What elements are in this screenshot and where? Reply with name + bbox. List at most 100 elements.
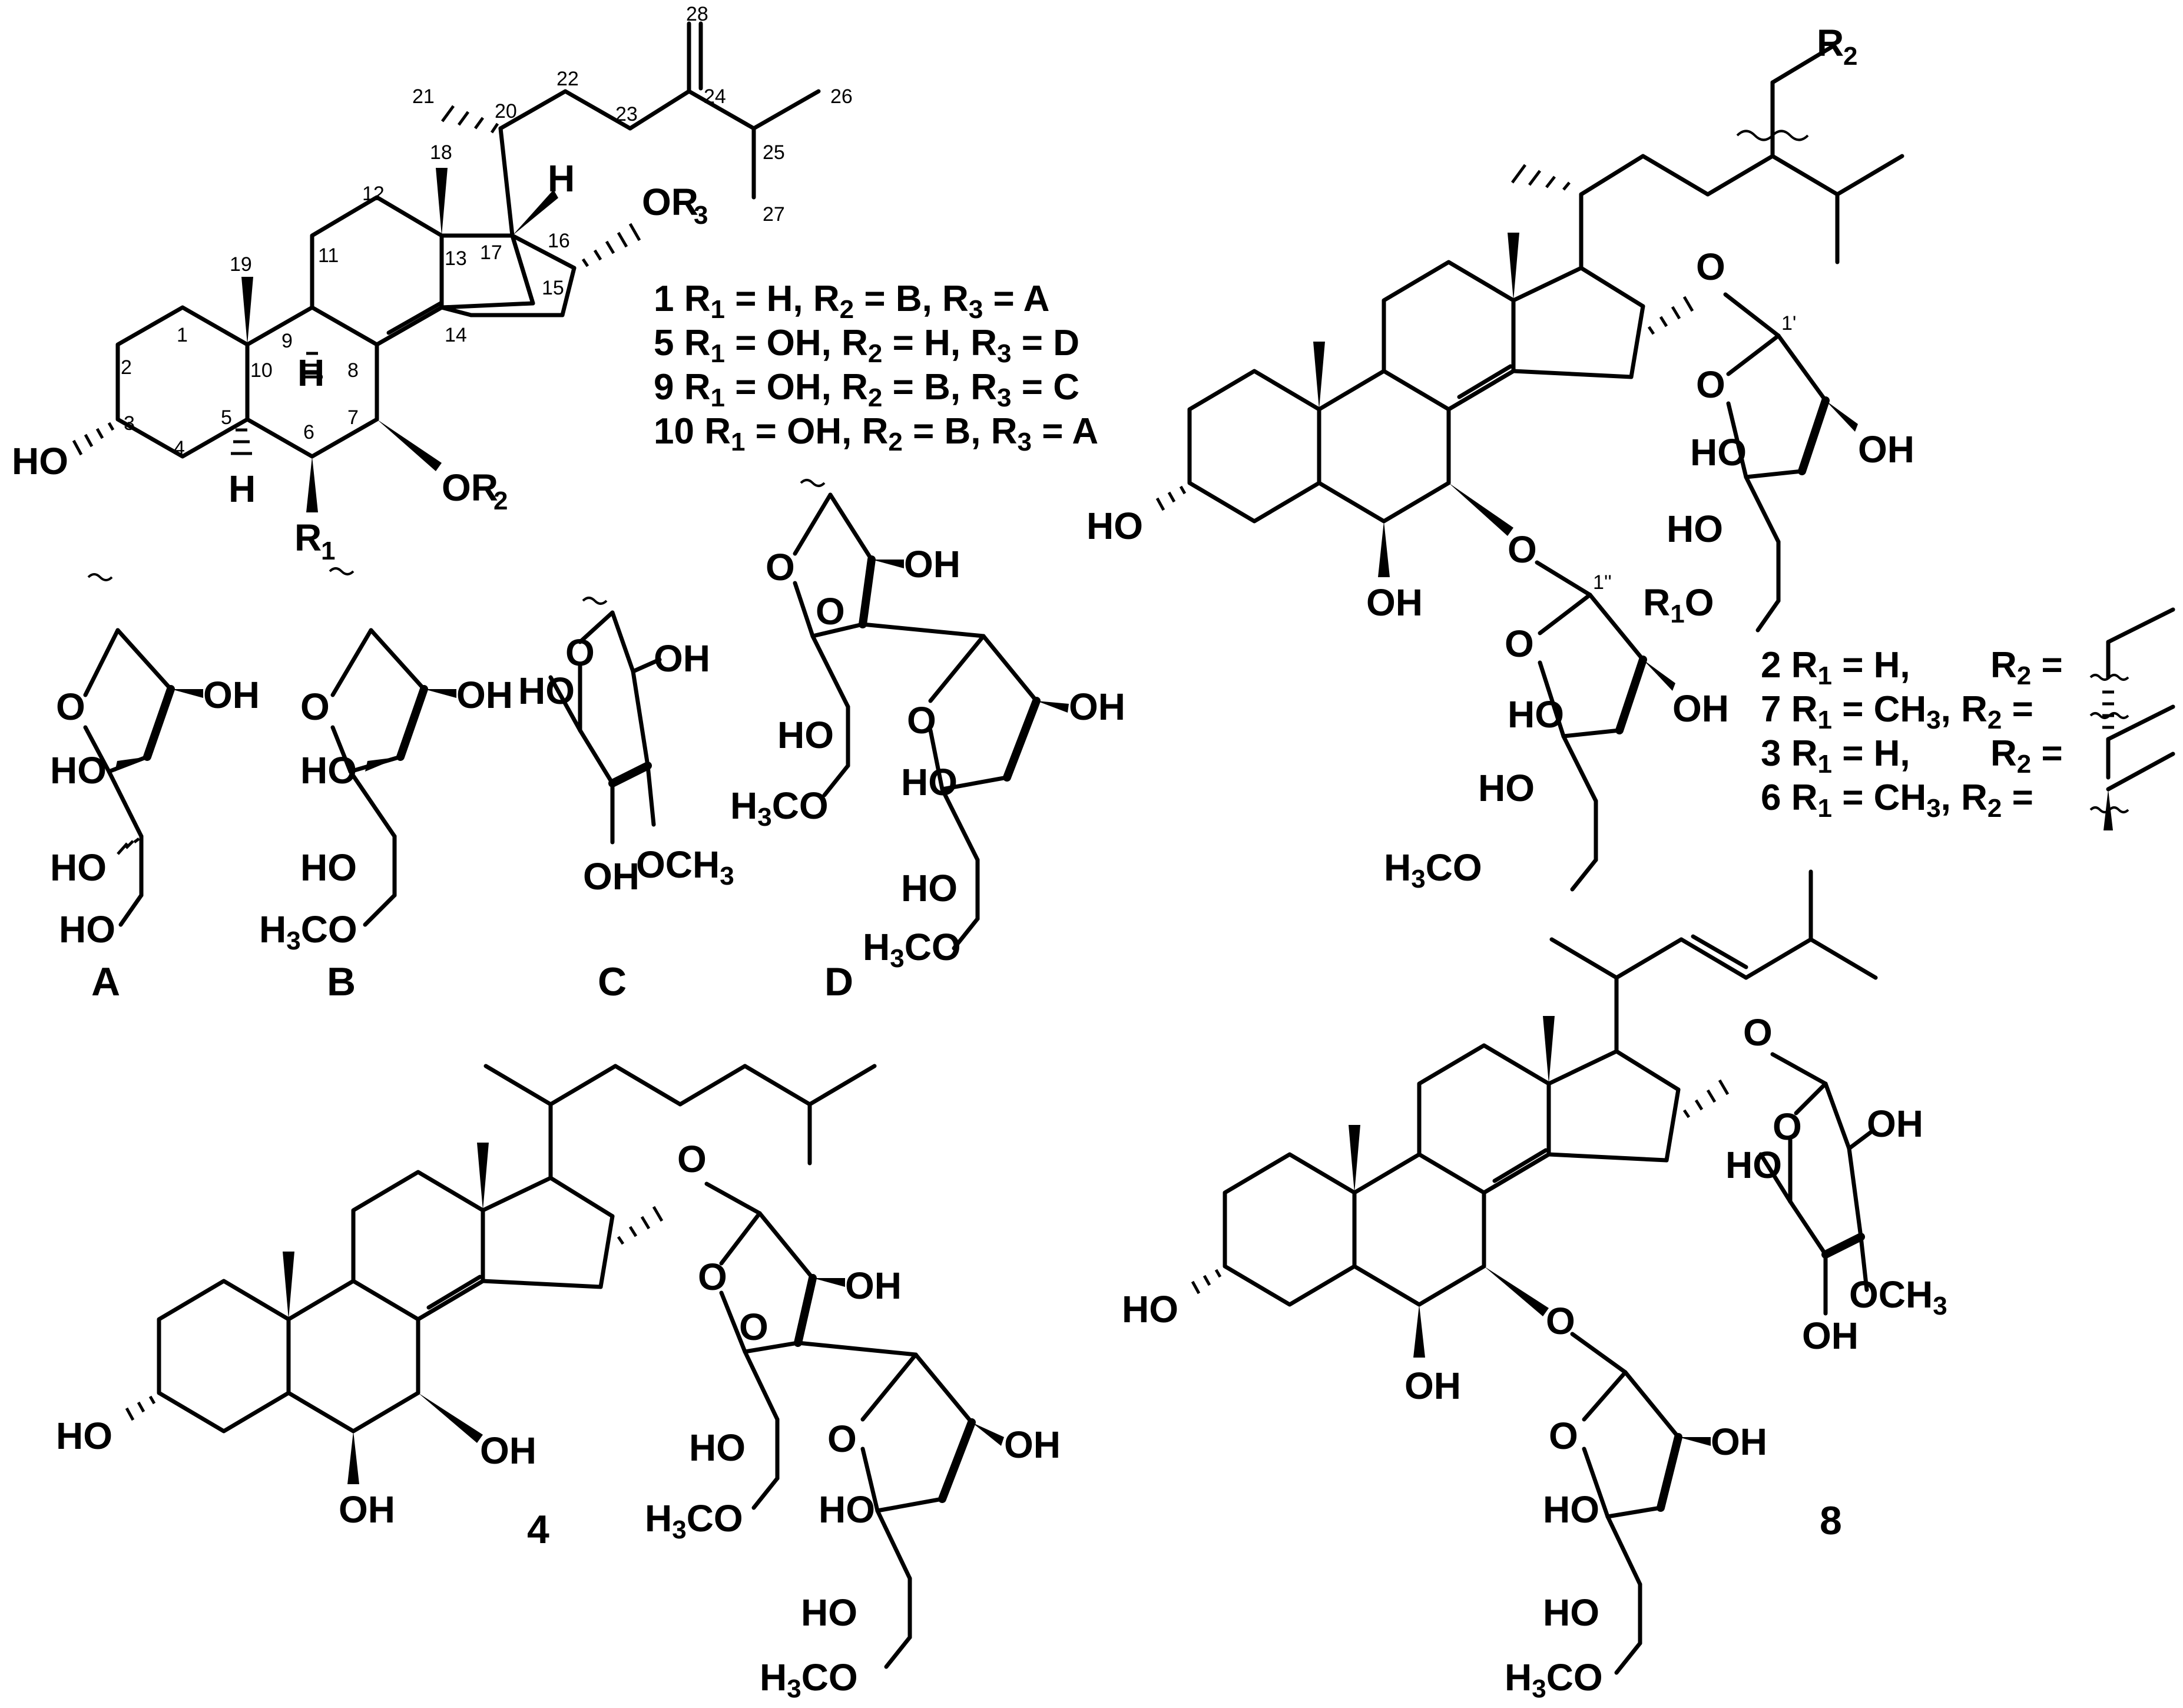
atom-number: 3 xyxy=(124,412,135,435)
atom-oh: OH xyxy=(1404,1365,1461,1407)
atom-o: O xyxy=(739,1306,768,1348)
atom-oh: OH xyxy=(845,1265,902,1307)
atom-o: O xyxy=(1743,1011,1773,1054)
atom-o: O xyxy=(827,1418,857,1460)
atom-number: 24 xyxy=(704,85,726,108)
atom-number: 2 xyxy=(121,356,132,379)
atom-number: 28 xyxy=(686,3,708,25)
legend-line-1: 1 R1 = H, R2 = B, R3 = A xyxy=(654,279,1049,324)
atom-number: 20 xyxy=(495,100,517,123)
atom-h3co: H3CO xyxy=(760,1656,858,1703)
compound-2-3-6-7-structure: HO OH O O R 2 O 1' OH HO HO R1O O 1' xyxy=(1086,22,1914,893)
atom-oh: OH xyxy=(1802,1315,1859,1357)
atom-o: O xyxy=(1549,1415,1578,1457)
atom-ho: HO xyxy=(1086,505,1143,547)
atom-number: 18 xyxy=(430,141,452,164)
atom-ho: HO xyxy=(50,846,107,889)
compound-label-8: 8 xyxy=(1820,1498,1842,1543)
sugar-label-c: C xyxy=(598,959,627,1004)
atom-o: O xyxy=(1505,623,1534,665)
atom-o: O xyxy=(907,699,936,742)
atom-o: O xyxy=(1546,1300,1575,1342)
atom-or: OR xyxy=(642,181,698,223)
compound-8-structure: HO OH O O O OH HO OCH3 OH O OH HO HO xyxy=(1122,869,1947,1703)
sugar-label-b: B xyxy=(327,959,356,1004)
atom-ho: HO xyxy=(300,749,357,792)
legend-line-5: 5 R1 = OH, R2 = H, R3 = D xyxy=(654,323,1079,368)
compound-label-4: 4 xyxy=(527,1507,549,1552)
atom-ho: HO xyxy=(50,749,107,792)
atom-ho: HO xyxy=(1543,1591,1599,1634)
atom-o: O xyxy=(300,686,330,728)
legend-line-2: 2 R1 = H,R2 = xyxy=(1761,645,2063,690)
atom-o: O xyxy=(1696,246,1725,288)
atom-ho: HO xyxy=(801,1591,857,1634)
atom-oh: OH xyxy=(1672,687,1729,730)
sugar-label-d: D xyxy=(824,959,853,1004)
atom-oh: OH xyxy=(456,674,513,716)
atom-h3co: H3CO xyxy=(259,908,357,955)
atom-number: 21 xyxy=(412,85,435,108)
atom-oh: OH xyxy=(1004,1424,1061,1466)
atom-h3co: H3CO xyxy=(730,785,829,832)
atom-number: 13 xyxy=(445,247,467,270)
atom-h3co: H3CO xyxy=(1384,846,1482,893)
atom-number: 8 xyxy=(347,359,359,382)
atom-number: 11 xyxy=(318,244,339,267)
atom-r1o: R1O xyxy=(1643,581,1714,628)
atom-ho: HO xyxy=(901,761,958,803)
sugar-unit-a: O OH HO HO HO A xyxy=(50,573,260,1004)
subscript-2: 2 xyxy=(1843,42,1857,71)
atom-o: O xyxy=(698,1256,727,1298)
sugar-unit-b: O OH HO HO H3CO B xyxy=(259,567,513,1004)
atom-oh: OH xyxy=(1366,581,1423,624)
atom-h: H xyxy=(548,157,575,200)
atom-oh: OH xyxy=(904,543,960,585)
sugar-unit-d: O OH O HO H3CO O OH HO HO H3CO D xyxy=(730,479,1125,1004)
atom-or: OR xyxy=(442,466,498,509)
compound-4-structure: HO OH OH O O OH O HO H3CO O OH HO HO H3C… xyxy=(56,1064,1061,1703)
atom-number: 7 xyxy=(347,406,359,429)
atom-number: 27 xyxy=(763,203,785,226)
atom-ho: HO xyxy=(1478,767,1535,809)
atom-oh: OH xyxy=(339,1488,395,1531)
atom-oh: OH xyxy=(583,855,640,898)
sugar-label-a: A xyxy=(91,959,120,1004)
atom-ho: HO xyxy=(1725,1144,1782,1186)
subscript-2: 2 xyxy=(493,486,508,515)
atom-h: H xyxy=(228,468,256,510)
legend-line-9: 9 R1 = OH, R2 = B, R3 = C xyxy=(654,367,1079,412)
atom-oh: OH xyxy=(480,1429,536,1472)
atom-ho: HO xyxy=(56,1415,112,1457)
atom-ho: HO xyxy=(518,670,575,712)
atom-ho: HO xyxy=(901,867,958,909)
atom-h3co: H3CO xyxy=(863,926,961,973)
atom-ho: HO xyxy=(12,440,68,482)
atom-oh: OH xyxy=(1867,1103,1923,1145)
atom-oh: OH xyxy=(1858,428,1914,471)
atom-ho: HO xyxy=(1667,508,1723,550)
atom-o: O xyxy=(766,546,795,588)
legend-line-3: 3 R1 = H,R2 = xyxy=(1761,733,2063,779)
atom-number: 15 xyxy=(542,277,564,299)
atom-o: O xyxy=(816,590,845,633)
legend-line-10: 10 R1 = OH, R2 = B, R3 = A xyxy=(654,411,1098,456)
sugar-unit-c: O OH HO OCH3 OH C xyxy=(518,597,734,1004)
legend-compounds-1-5-9-10: 1 R1 = H, R2 = B, R3 = A 5 R1 = OH, R2 =… xyxy=(654,279,1098,456)
atom-h: H xyxy=(297,352,324,394)
atom-r: R xyxy=(294,517,322,559)
atom-och3: OCH3 xyxy=(1849,1273,1947,1320)
atom-number: 1 xyxy=(177,324,188,346)
generic-steroid-structure: HO H H H R 1 OR 2 OR 3 1 2 3 4 5 6 7 8 9… xyxy=(12,3,853,565)
atom-number: 6 xyxy=(303,421,314,443)
atom-number: 17 xyxy=(480,241,502,264)
atom-number: 14 xyxy=(445,324,467,346)
atom-number: 12 xyxy=(362,183,385,205)
atom-ho: HO xyxy=(59,908,115,951)
subscript-3: 3 xyxy=(694,201,708,230)
atom-ho: HO xyxy=(300,846,357,889)
atom-ho: HO xyxy=(777,714,834,756)
legend-line-6: 6 R1 = CH3, R2 = xyxy=(1761,777,2033,823)
atom-r: R xyxy=(1817,22,1844,64)
atom-h3co: H3CO xyxy=(1505,1656,1603,1703)
